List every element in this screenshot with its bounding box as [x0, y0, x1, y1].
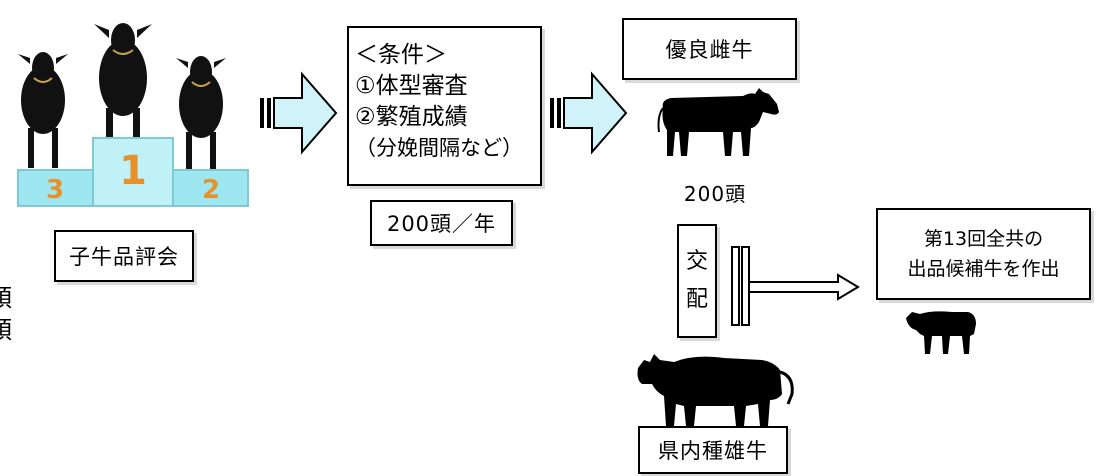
cow-silhouette-icon [657, 88, 779, 156]
conditions-item-2-note: （分娩間隔など） [355, 136, 523, 160]
podium-illustration: 3 1 2 [17, 23, 249, 207]
elite-cow-label: 優良雌牛 [665, 38, 754, 62]
result-box: 第13回全共の 出品候補牛を作出 [876, 208, 1091, 300]
cattle-group [18, 23, 226, 170]
podium-second-number: 2 [202, 175, 220, 205]
per-year-count-box: 200頭／年 [370, 200, 513, 246]
mating-result-arrow [731, 246, 860, 326]
left-edge-fragment: 頭 頭 [0, 282, 14, 352]
result-line-1: 第13回全共の [923, 228, 1044, 250]
left-edge-fragment-line1: 頭 [0, 282, 14, 314]
calf-show-label: 子牛品評会 [69, 245, 179, 269]
bull-silhouette-icon [637, 354, 794, 426]
elite-cow-count: 200頭 [683, 181, 747, 206]
bull-label-box: 県内種雄牛 [638, 426, 788, 474]
conditions-item-2: ②繁殖成績 [355, 104, 468, 130]
podium-third-number: 3 [46, 175, 64, 205]
flow-arrow-2 [550, 71, 628, 155]
podium-blocks [17, 137, 249, 207]
conditions-item-1: ①体型審査 [355, 73, 468, 99]
conditions-box: ＜条件＞ ①体型審査 ②繁殖成績 （分娩間隔など） [347, 26, 542, 186]
conditions-title: ＜条件＞ [355, 42, 447, 68]
flow-arrow-1 [260, 71, 338, 155]
calf-silhouette-icon [906, 311, 976, 354]
podium-first-number: 1 [119, 148, 147, 194]
calf-show-label-box: 子牛品評会 [54, 230, 194, 282]
elite-cow-label-box: 優良雌牛 [622, 18, 797, 80]
elite-cow-count-box: 200頭 [660, 176, 770, 208]
mating-box: 交 配 [677, 224, 717, 338]
mating-char-2: 配 [685, 287, 708, 312]
left-edge-fragment-line2: 頭 [0, 314, 14, 346]
result-line-2: 出品候補牛を作出 [907, 258, 1060, 280]
bull-label: 県内種雄牛 [658, 439, 768, 463]
per-year-count: 200頭／年 [386, 212, 497, 236]
mating-char-1: 交 [685, 249, 708, 274]
